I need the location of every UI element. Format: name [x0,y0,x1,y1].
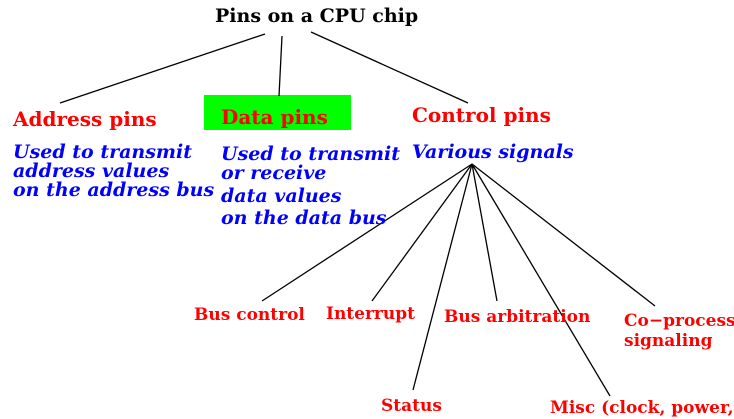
data-pins-highlight [204,95,351,130]
address-pins-description: Used to transmit address values on the a… [13,143,214,200]
control-pins-description: Various signals [412,143,574,162]
edge-root-control [310,31,469,104]
edge-signals-misc [471,163,611,397]
category-control-pins: Control pins [412,103,551,127]
description-line: on the address bus [13,179,215,201]
signal-status: Status [381,396,442,416]
category-data-pins: Data pins [221,105,328,129]
description-line: Used to transmit [13,141,193,163]
description-line: data values [221,185,342,207]
signal-bus-arbitration: Bus arbitration [444,307,591,327]
description-line: Various signals [412,141,574,163]
signal-bus-control: Bus control [194,305,305,325]
signal-interrupt: Interrupt [326,304,415,324]
data-pins-description: Used to transmit or receive data values … [221,145,400,228]
edge-signals-coprocessor [471,163,656,307]
edge-signals-status [412,163,473,391]
signal-misc: Misc (clock, power,.... [550,398,734,418]
diagram-root: Pins on a CPU chip [215,5,419,27]
description-line: or receive [221,162,327,184]
edge-signals-bus-arbitration [471,163,498,302]
edge-signals-bus-control [261,163,473,302]
edge-signals-interrupt [371,163,473,302]
description-line: on the data bus [221,207,387,229]
category-address-pins: Address pins [13,107,157,131]
description-line: address values [13,160,170,182]
edge-root-address [59,33,266,104]
signal-coprocessor-signaling: Co−processo signaling [624,311,734,351]
description-line: Used to transmit [221,143,401,165]
edge-root-data [278,35,283,97]
